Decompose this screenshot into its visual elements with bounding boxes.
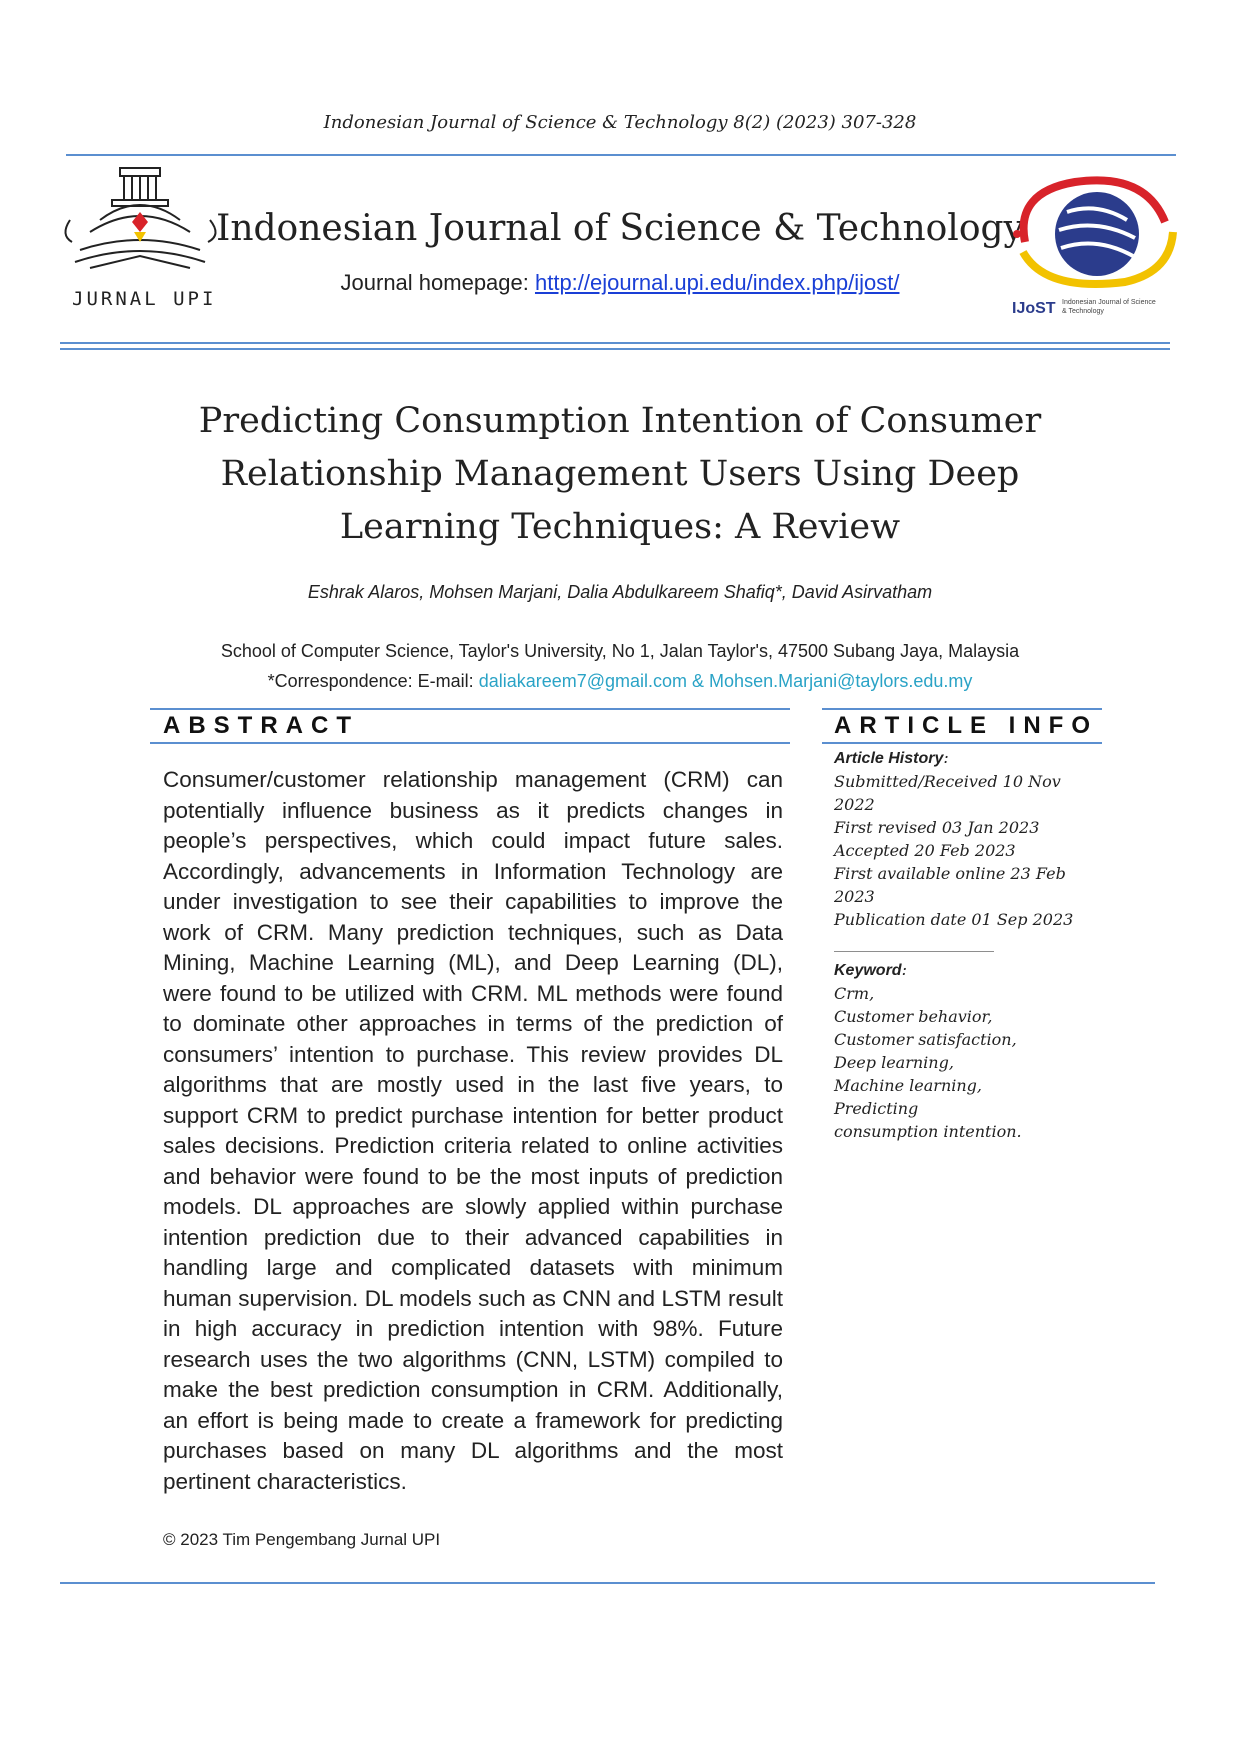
ijost-logo-subtext: Indonesian Journal of Science & Technolo… bbox=[1062, 299, 1156, 315]
article-history: Article History: Submitted/Received 10 N… bbox=[834, 746, 1094, 1143]
correspondence-label: *Correspondence: E-mail: bbox=[267, 671, 479, 691]
running-head: Indonesian Journal of Science & Technolo… bbox=[323, 112, 917, 133]
history-item-accepted: Accepted 20 Feb 2023 bbox=[834, 841, 1016, 860]
article-info-bottom-rule bbox=[822, 742, 1102, 744]
journal-name: Indonesian Journal of Science & Technolo… bbox=[216, 208, 1024, 249]
keyword-item: Machine learning, bbox=[834, 1076, 982, 1095]
keyword-item: Customer satisfaction, bbox=[834, 1030, 1017, 1049]
ijost-logo bbox=[1005, 172, 1180, 297]
ijost-logo-text: IJoST bbox=[1012, 300, 1056, 317]
correspondence: *Correspondence: E-mail: daliakareem7@gm… bbox=[0, 666, 1240, 696]
top-rule bbox=[66, 154, 1176, 156]
abstract-text: Consumer/customer relationship managemen… bbox=[163, 767, 783, 1494]
footer-rule bbox=[60, 1582, 1155, 1584]
abstract-top-rule bbox=[150, 708, 790, 710]
ijost-globe-icon bbox=[1013, 176, 1177, 288]
article-title: Predicting Consumption Intention of Cons… bbox=[198, 401, 1042, 547]
keyword-item: Customer behavior, bbox=[834, 1007, 993, 1026]
homepage-label: Journal homepage: bbox=[340, 270, 535, 295]
info-separator: ____________________ bbox=[834, 933, 994, 952]
article-info-top-rule bbox=[822, 708, 1102, 710]
keyword-heading: Keyword: bbox=[834, 960, 907, 979]
history-item-submitted: Submitted/Received 10 Nov 2022 bbox=[834, 772, 1061, 814]
abstract-bottom-rule bbox=[150, 742, 790, 744]
history-item-revised: First revised 03 Jan 2023 bbox=[834, 818, 1040, 837]
correspondence-emails[interactable]: daliakareem7@gmail.com & Mohsen.Marjani@… bbox=[478, 671, 973, 691]
affiliation-block: School of Computer Science, Taylor's Uni… bbox=[0, 636, 1240, 696]
article-info-heading: ARTICLE INFO bbox=[834, 712, 1098, 739]
history-item-online: First available online 23 Feb 2023 bbox=[834, 864, 1066, 906]
jurnal-upi-logo-text: JURNAL UPI bbox=[72, 288, 217, 310]
homepage-link[interactable]: http://ejournal.upi.edu/index.php/ijost/ bbox=[534, 270, 900, 295]
history-item-publication: Publication date 01 Sep 2023 bbox=[834, 910, 1074, 929]
keyword-item: Crm, bbox=[834, 984, 875, 1003]
keyword-label: Keyword bbox=[834, 962, 902, 979]
article-authors: Eshrak Alaros, Mohsen Marjani, Dalia Abd… bbox=[307, 582, 933, 602]
jurnal-upi-emblem-icon bbox=[64, 167, 217, 269]
affiliation: School of Computer Science, Taylor's Uni… bbox=[220, 641, 1020, 661]
copyright: © 2023 Tim Pengembang Jurnal UPI bbox=[163, 1530, 441, 1549]
journal-homepage: Journal homepage: http://ejournal.upi.ed… bbox=[0, 270, 1240, 296]
article-history-label: Article History bbox=[834, 750, 944, 767]
header-rule bbox=[60, 342, 1170, 350]
abstract-heading: ABSTRACT bbox=[163, 712, 359, 739]
jurnal-upi-logo bbox=[60, 160, 225, 310]
keyword-item: Predicting consumption intention. bbox=[834, 1099, 1022, 1141]
keyword-item: Deep learning, bbox=[834, 1053, 954, 1072]
article-history-heading: Article History: bbox=[834, 748, 949, 767]
